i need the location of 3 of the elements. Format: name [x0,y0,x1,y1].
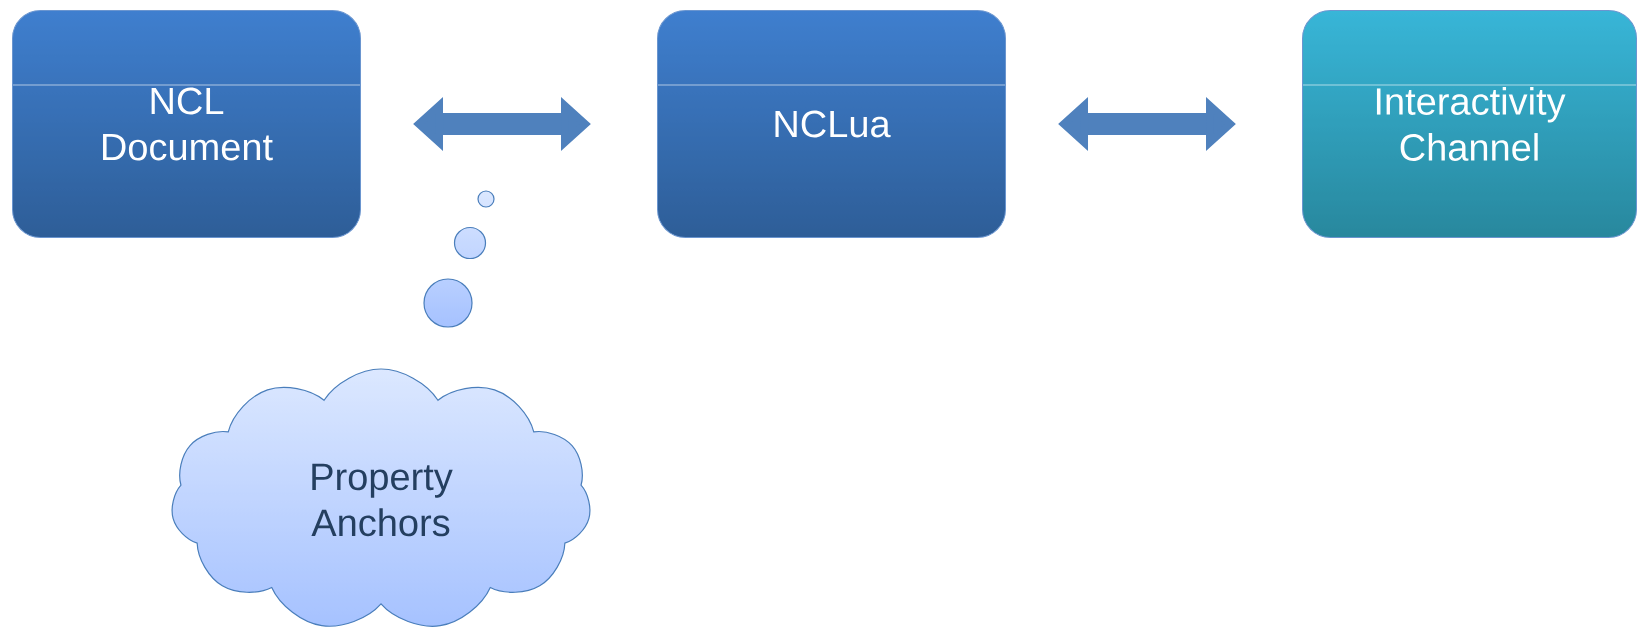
process-box: Interactivity Channel [1302,10,1637,238]
process-box: NCL Document [12,10,361,238]
process-box: NCLua [657,10,1006,238]
